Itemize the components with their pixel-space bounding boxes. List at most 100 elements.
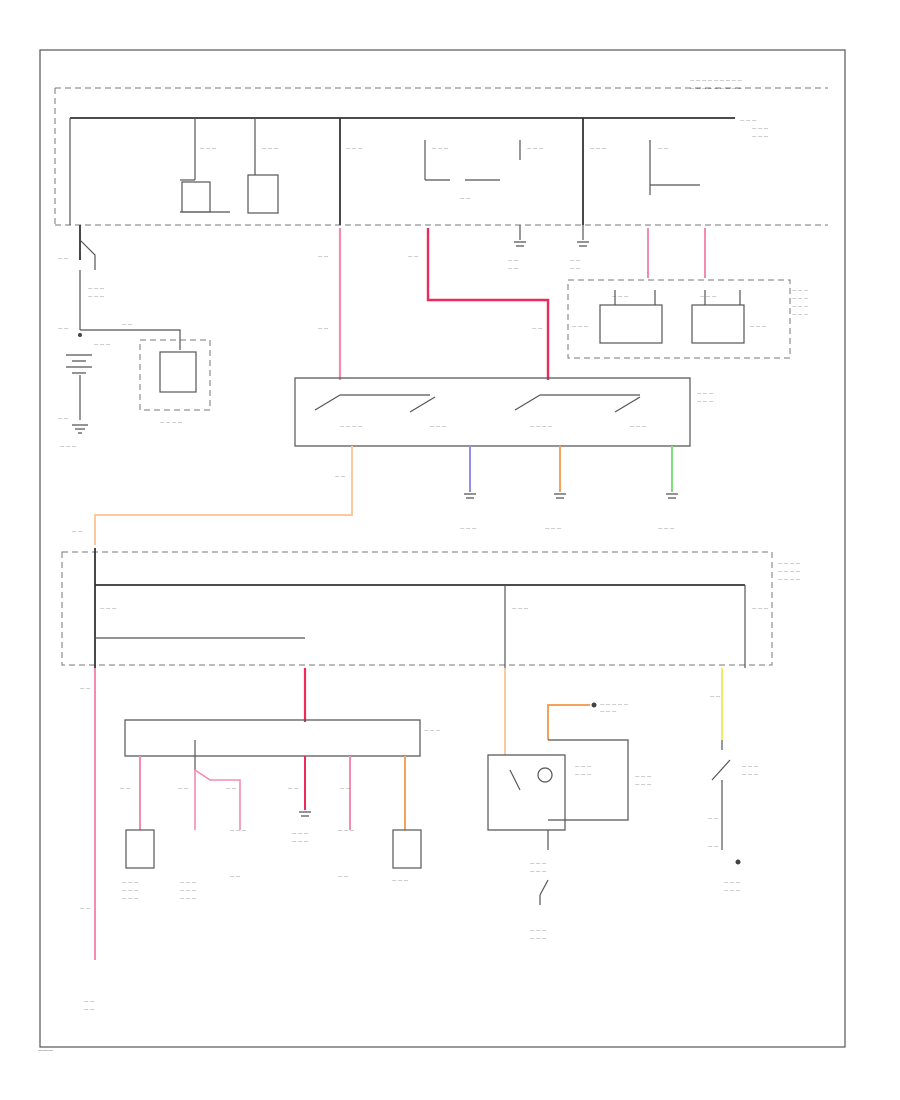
svg-text:— — —: — — — xyxy=(60,445,77,450)
svg-text:— —: — — xyxy=(318,327,329,332)
svg-text:— —: — — xyxy=(338,875,349,880)
load-box-1 xyxy=(125,829,155,869)
center-module: — — — — — — — — — — — — — — — — — — — — … xyxy=(487,702,652,942)
svg-text:— — —: — — — xyxy=(612,295,629,300)
svg-text:— — — — —: — — — — — xyxy=(600,703,629,708)
svg-text:— — —: — — — xyxy=(697,392,714,397)
svg-text:— —: — — xyxy=(178,787,189,792)
svg-text:— — —: — — — xyxy=(600,710,617,715)
svg-text:— — —: — — — xyxy=(635,775,652,780)
switch-contact-icon xyxy=(409,396,436,413)
svg-text:— — —: — — — xyxy=(430,425,447,430)
svg-text:— —: — — xyxy=(84,1000,95,1005)
svg-text:— — —: — — — xyxy=(697,400,714,405)
svg-text:— —: — — xyxy=(120,787,131,792)
svg-text:— —: — — xyxy=(460,197,471,202)
brake-switch: — — — — — — — — — — — — — — — — — — xyxy=(708,695,759,894)
svg-text:— —: — — xyxy=(84,1008,95,1013)
ground-icon xyxy=(666,493,678,499)
svg-text:— —: — — xyxy=(80,687,91,692)
svg-text:— — —: — — — xyxy=(180,889,197,894)
svg-text:— — —: — — — xyxy=(572,325,589,330)
svg-text:— — — —: — — — — xyxy=(530,425,553,430)
switch-contact-icon xyxy=(514,394,640,411)
svg-text:— —: — — xyxy=(708,817,719,822)
svg-text:— — —: — — — xyxy=(100,607,117,612)
ground-icon xyxy=(514,241,526,247)
svg-text:— —: — — xyxy=(58,327,69,332)
svg-text:— — —: — — — xyxy=(752,127,769,132)
svg-text:— — —: — — — xyxy=(792,313,809,318)
svg-text:— — —: — — — xyxy=(635,783,652,788)
svg-text:— — — —: — — — — xyxy=(340,425,363,430)
svg-text:— — —: — — — xyxy=(545,527,562,532)
svg-text:— — —: — — — xyxy=(590,147,607,152)
svg-text:— — —: — — — xyxy=(122,897,139,902)
svg-text:— — — —: — — — — xyxy=(778,570,801,575)
svg-text:— —: — — xyxy=(288,787,299,792)
svg-text:— — —: — — — xyxy=(724,881,741,886)
svg-text:— — —: — — — xyxy=(792,289,809,294)
ground-icon xyxy=(72,424,88,434)
svg-text:— —: — — xyxy=(58,417,69,422)
svg-text:— — —: — — — xyxy=(792,305,809,310)
svg-text:— — —: — — — xyxy=(527,147,544,152)
svg-text:— — — — — — — — —: — — — — — — — — — xyxy=(690,87,742,92)
svg-text:— —: — — xyxy=(408,255,419,260)
svg-text:— — —: — — — xyxy=(346,147,363,152)
svg-text:— — —: — — — xyxy=(742,765,759,770)
svg-text:— — —: — — — xyxy=(630,425,647,430)
svg-text:— — —: — — — xyxy=(750,325,767,330)
ignition-switch: — — — — — — — — — — — — — — — — — — — — xyxy=(294,377,714,447)
svg-text:— —: — — xyxy=(122,323,133,328)
wire-red-1 xyxy=(426,228,550,380)
switch-contact-icon xyxy=(314,394,430,411)
svg-text:— —: — — xyxy=(710,695,721,700)
underhood-fuse-box: — — — — — — — — — — — — — — — — — — — — … xyxy=(54,79,828,226)
svg-text:— — —: — — — xyxy=(424,729,441,734)
svg-text:— —: — — xyxy=(708,845,719,850)
svg-text:— — —: — — — xyxy=(575,765,592,770)
switch-contact-icon xyxy=(711,759,731,781)
svg-text:— — —: — — — xyxy=(180,881,197,886)
wire-pink-5 xyxy=(194,769,241,830)
svg-text:— — —: — — — xyxy=(94,343,111,348)
junction-block: — — — — — — — — — — — — — xyxy=(120,719,441,830)
svg-text:— —: — — xyxy=(570,267,581,272)
svg-text:— — — — — — — — —: — — — — — — — — — xyxy=(690,79,742,84)
motor-icon xyxy=(537,767,553,783)
svg-text:— — —: — — — xyxy=(658,527,675,532)
svg-text:— —: — — xyxy=(226,787,237,792)
svg-text:— — —: — — — xyxy=(262,147,279,152)
svg-text:— — —: — — — xyxy=(530,929,547,934)
ground-icon xyxy=(464,493,476,499)
svg-text:— — —: — — — xyxy=(460,527,477,532)
svg-text:— — —: — — — xyxy=(724,889,741,894)
svg-text:— —: — — xyxy=(508,259,519,264)
svg-text:— — —: — — — xyxy=(292,840,309,845)
battery-icon: — — — xyxy=(66,333,111,374)
svg-text:— — — —: — — — — xyxy=(778,578,801,583)
svg-text:— — —: — — — xyxy=(122,889,139,894)
svg-text:— — —: — — — xyxy=(752,135,769,140)
svg-text:— —: — — xyxy=(532,327,543,332)
svg-text:— — —: — — — xyxy=(338,829,355,834)
svg-text:— — —: — — — xyxy=(752,607,769,612)
svg-text:— — —: — — — xyxy=(392,879,409,884)
svg-text:— — —: — — — xyxy=(512,607,529,612)
svg-text:— —: — — xyxy=(80,907,91,912)
ground-icon xyxy=(299,811,311,817)
svg-text:— —: — — xyxy=(230,875,241,880)
svg-text:— — —: — — — xyxy=(740,119,757,124)
svg-text:— — —: — — — xyxy=(530,870,547,875)
svg-text:— —: — — xyxy=(508,267,519,272)
svg-text:— — —: — — — xyxy=(200,147,217,152)
svg-text:— —: — — xyxy=(340,787,351,792)
svg-text:— — —: — — — xyxy=(700,295,717,300)
relay-block: — — — — — — — — — — — — — — — — — — — — … xyxy=(567,279,809,359)
ground-icon xyxy=(554,493,566,499)
svg-text:— —: — — xyxy=(335,475,346,480)
ground-icon xyxy=(577,241,589,247)
wire-orange-3 xyxy=(547,704,590,740)
